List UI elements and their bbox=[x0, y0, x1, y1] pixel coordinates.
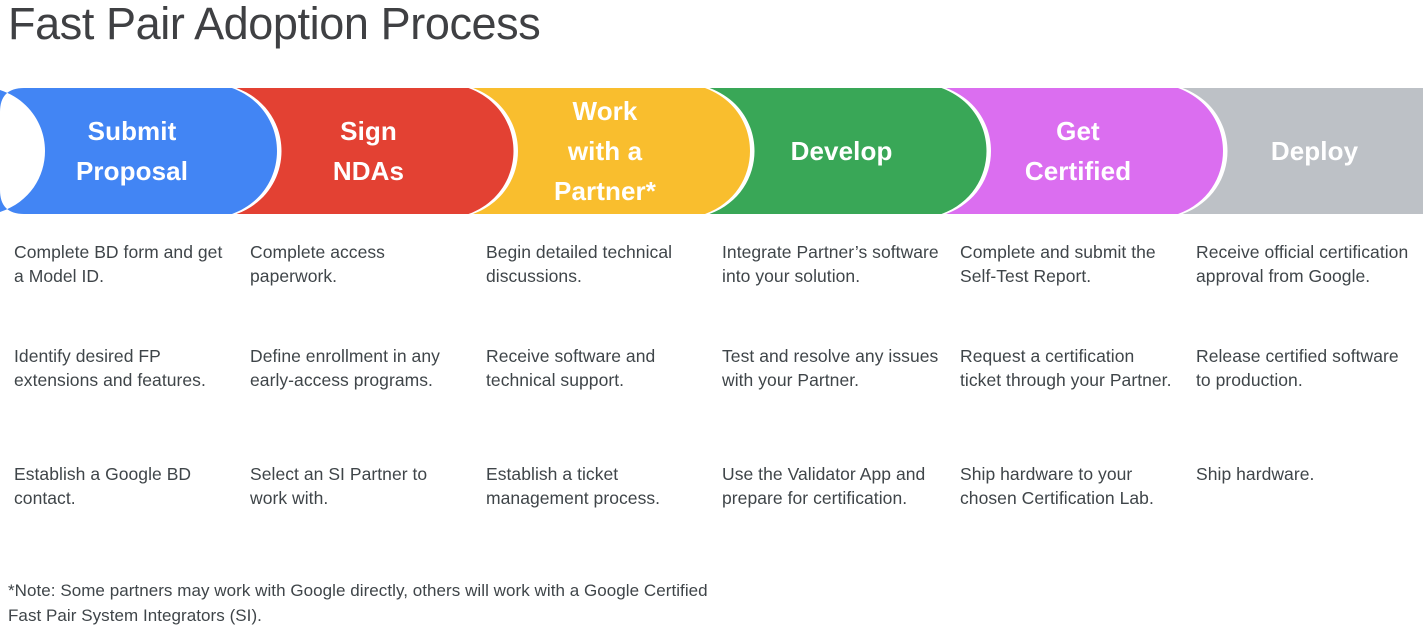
stage-label: Develop bbox=[736, 88, 948, 214]
stage-chevron bbox=[709, 88, 987, 214]
stage-chevron bbox=[236, 88, 514, 214]
stage-detail-item: Use the Validator App and prepare for ce… bbox=[722, 464, 926, 508]
stage-detail-item: Begin detailed technical discussions. bbox=[486, 242, 673, 286]
stage-detail-item: Define enrollment in any early-access pr… bbox=[250, 346, 440, 390]
stage-chevron bbox=[1182, 88, 1423, 214]
stage-details-grid: Complete BD form and get a Model ID. Iden… bbox=[0, 236, 1423, 536]
stage-detail-item: Establish a Google BD contact. bbox=[14, 464, 192, 508]
stage-detail-item: Complete and submit the Self-Test Report… bbox=[960, 242, 1156, 286]
stage-label: Work with a Partner* bbox=[499, 88, 711, 214]
stage-label: Deploy bbox=[1209, 88, 1421, 214]
stage-detail-item: Ship hardware to your chosen Certificati… bbox=[960, 464, 1154, 508]
stage-label-text: Sign NDAs bbox=[332, 116, 405, 186]
page-title: Fast Pair Adoption Process bbox=[8, 0, 541, 49]
stage-detail-item: Receive official certification approval … bbox=[1196, 242, 1409, 286]
process-banner: Submit Proposal Sign NDAs Work with a Part… bbox=[0, 88, 1423, 214]
stage-label-text: Get Certified bbox=[1024, 116, 1132, 186]
process-banner-shapes bbox=[0, 88, 1423, 214]
stage-detail-item: Select an SI Partner to work with. bbox=[250, 464, 428, 508]
stage-label-text: Develop bbox=[790, 136, 893, 166]
stage-detail-item: Establish a ticket management process. bbox=[486, 464, 661, 508]
stage-label: Submit Proposal bbox=[26, 88, 238, 214]
stage-chevron bbox=[0, 88, 277, 214]
stage-detail-item: Receive software and technical support. bbox=[486, 346, 656, 390]
stage-label: Sign NDAs bbox=[263, 88, 475, 214]
stage-detail-item: Release certified software to production… bbox=[1196, 346, 1399, 390]
stage-label: Get Certified bbox=[972, 88, 1184, 214]
stage-chevron bbox=[946, 88, 1223, 214]
stage-label-text: Work with a Partner* bbox=[554, 96, 656, 206]
stage-detail-item: Complete BD form and get a Model ID. bbox=[14, 242, 223, 286]
stage-chevron bbox=[473, 88, 750, 214]
stage-detail-item: Identify desired FP extensions and featu… bbox=[14, 346, 206, 390]
stage-detail-item: Test and resolve any issues with your Pa… bbox=[722, 346, 939, 390]
footnote: *Note: Some partners may work with Googl… bbox=[8, 581, 708, 625]
stage-detail-item: Complete access paperwork. bbox=[250, 242, 385, 286]
stage-detail-item: Request a certification ticket through y… bbox=[960, 346, 1172, 390]
stage-label-text: Deploy bbox=[1270, 136, 1359, 166]
stage-detail-item: Ship hardware. bbox=[1196, 464, 1315, 484]
stage-label-text: Submit Proposal bbox=[75, 116, 189, 186]
stage-detail-item: Integrate Partner’s software into your s… bbox=[722, 242, 939, 286]
